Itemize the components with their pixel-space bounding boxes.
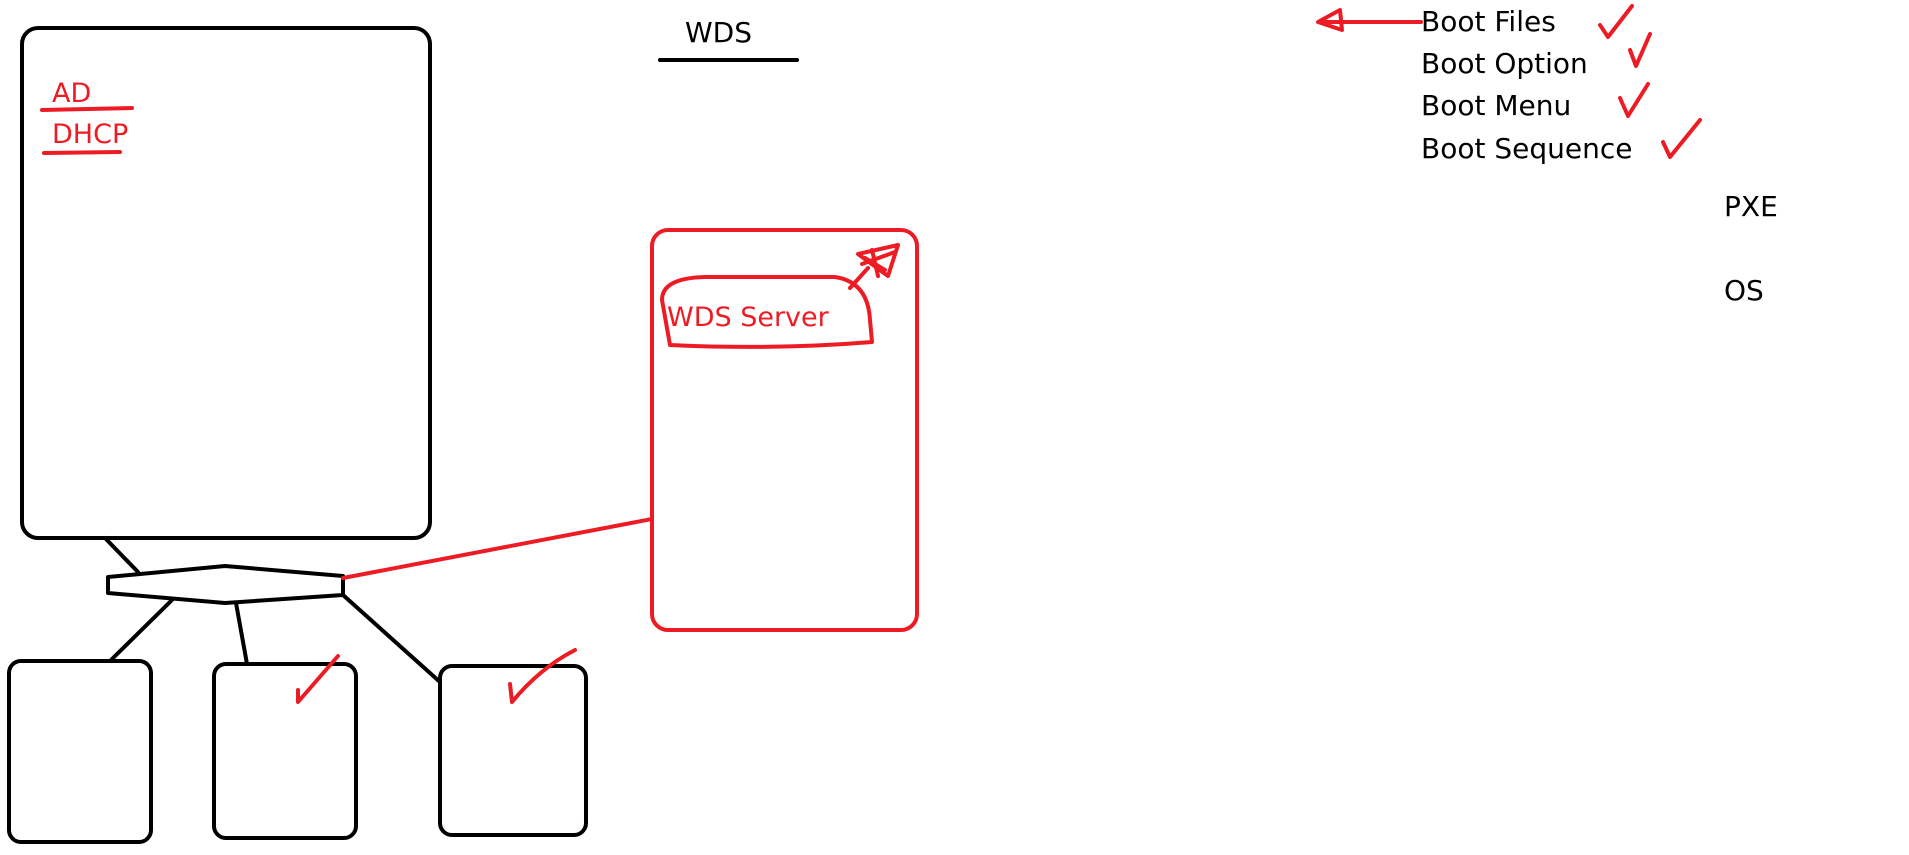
client-machine-1 xyxy=(7,659,153,844)
boot-item-boot-files: Boot Files xyxy=(1421,5,1556,38)
boot-menu-check-icon xyxy=(1618,82,1650,118)
role-label-ad: AD xyxy=(52,78,91,109)
domain-server-box: AD DHCP xyxy=(20,26,432,540)
boot-files-check-icon xyxy=(1598,4,1634,39)
wds-server-outline xyxy=(650,228,919,632)
boot-item-boot-menu: Boot Menu xyxy=(1421,89,1571,122)
link-switch-client-2 xyxy=(234,601,249,666)
wds-server-antenna xyxy=(848,266,870,290)
wds-server-scribble-icon xyxy=(856,243,900,278)
wds-server-label: WDS Server xyxy=(667,302,830,333)
client-machine-2 xyxy=(212,662,358,840)
boot-sequence-check-icon xyxy=(1661,118,1702,159)
client-2-check-icon xyxy=(296,654,340,704)
wds-server-box: WDS Server xyxy=(650,228,919,632)
link-switch-wds-server xyxy=(341,517,654,580)
role-underline-ad xyxy=(40,106,134,112)
link-switch-client-3 xyxy=(341,593,442,684)
link-switch-client-1 xyxy=(108,598,174,663)
client-machine-3 xyxy=(438,664,588,837)
boot-option-check-icon xyxy=(1628,32,1652,68)
term-os: OS xyxy=(1724,274,1764,307)
link-server-switch xyxy=(103,536,140,574)
role-underline-dhcp xyxy=(42,150,122,155)
wds-server-label-bubble xyxy=(660,275,874,349)
domain-server-outline xyxy=(20,26,432,540)
diagram-title: WDS xyxy=(685,16,752,49)
arrow-icon xyxy=(1316,8,1423,32)
boot-item-boot-sequence: Boot Sequence xyxy=(1421,132,1632,165)
client-3-check-icon xyxy=(508,648,577,704)
network-switch xyxy=(106,564,345,605)
boot-checklist: Boot Files Boot Option Boot Menu Boot Se… xyxy=(1421,4,1702,165)
role-label-dhcp: DHCP xyxy=(52,119,128,150)
boot-item-boot-option: Boot Option xyxy=(1421,47,1588,80)
term-pxe: PXE xyxy=(1724,190,1778,223)
